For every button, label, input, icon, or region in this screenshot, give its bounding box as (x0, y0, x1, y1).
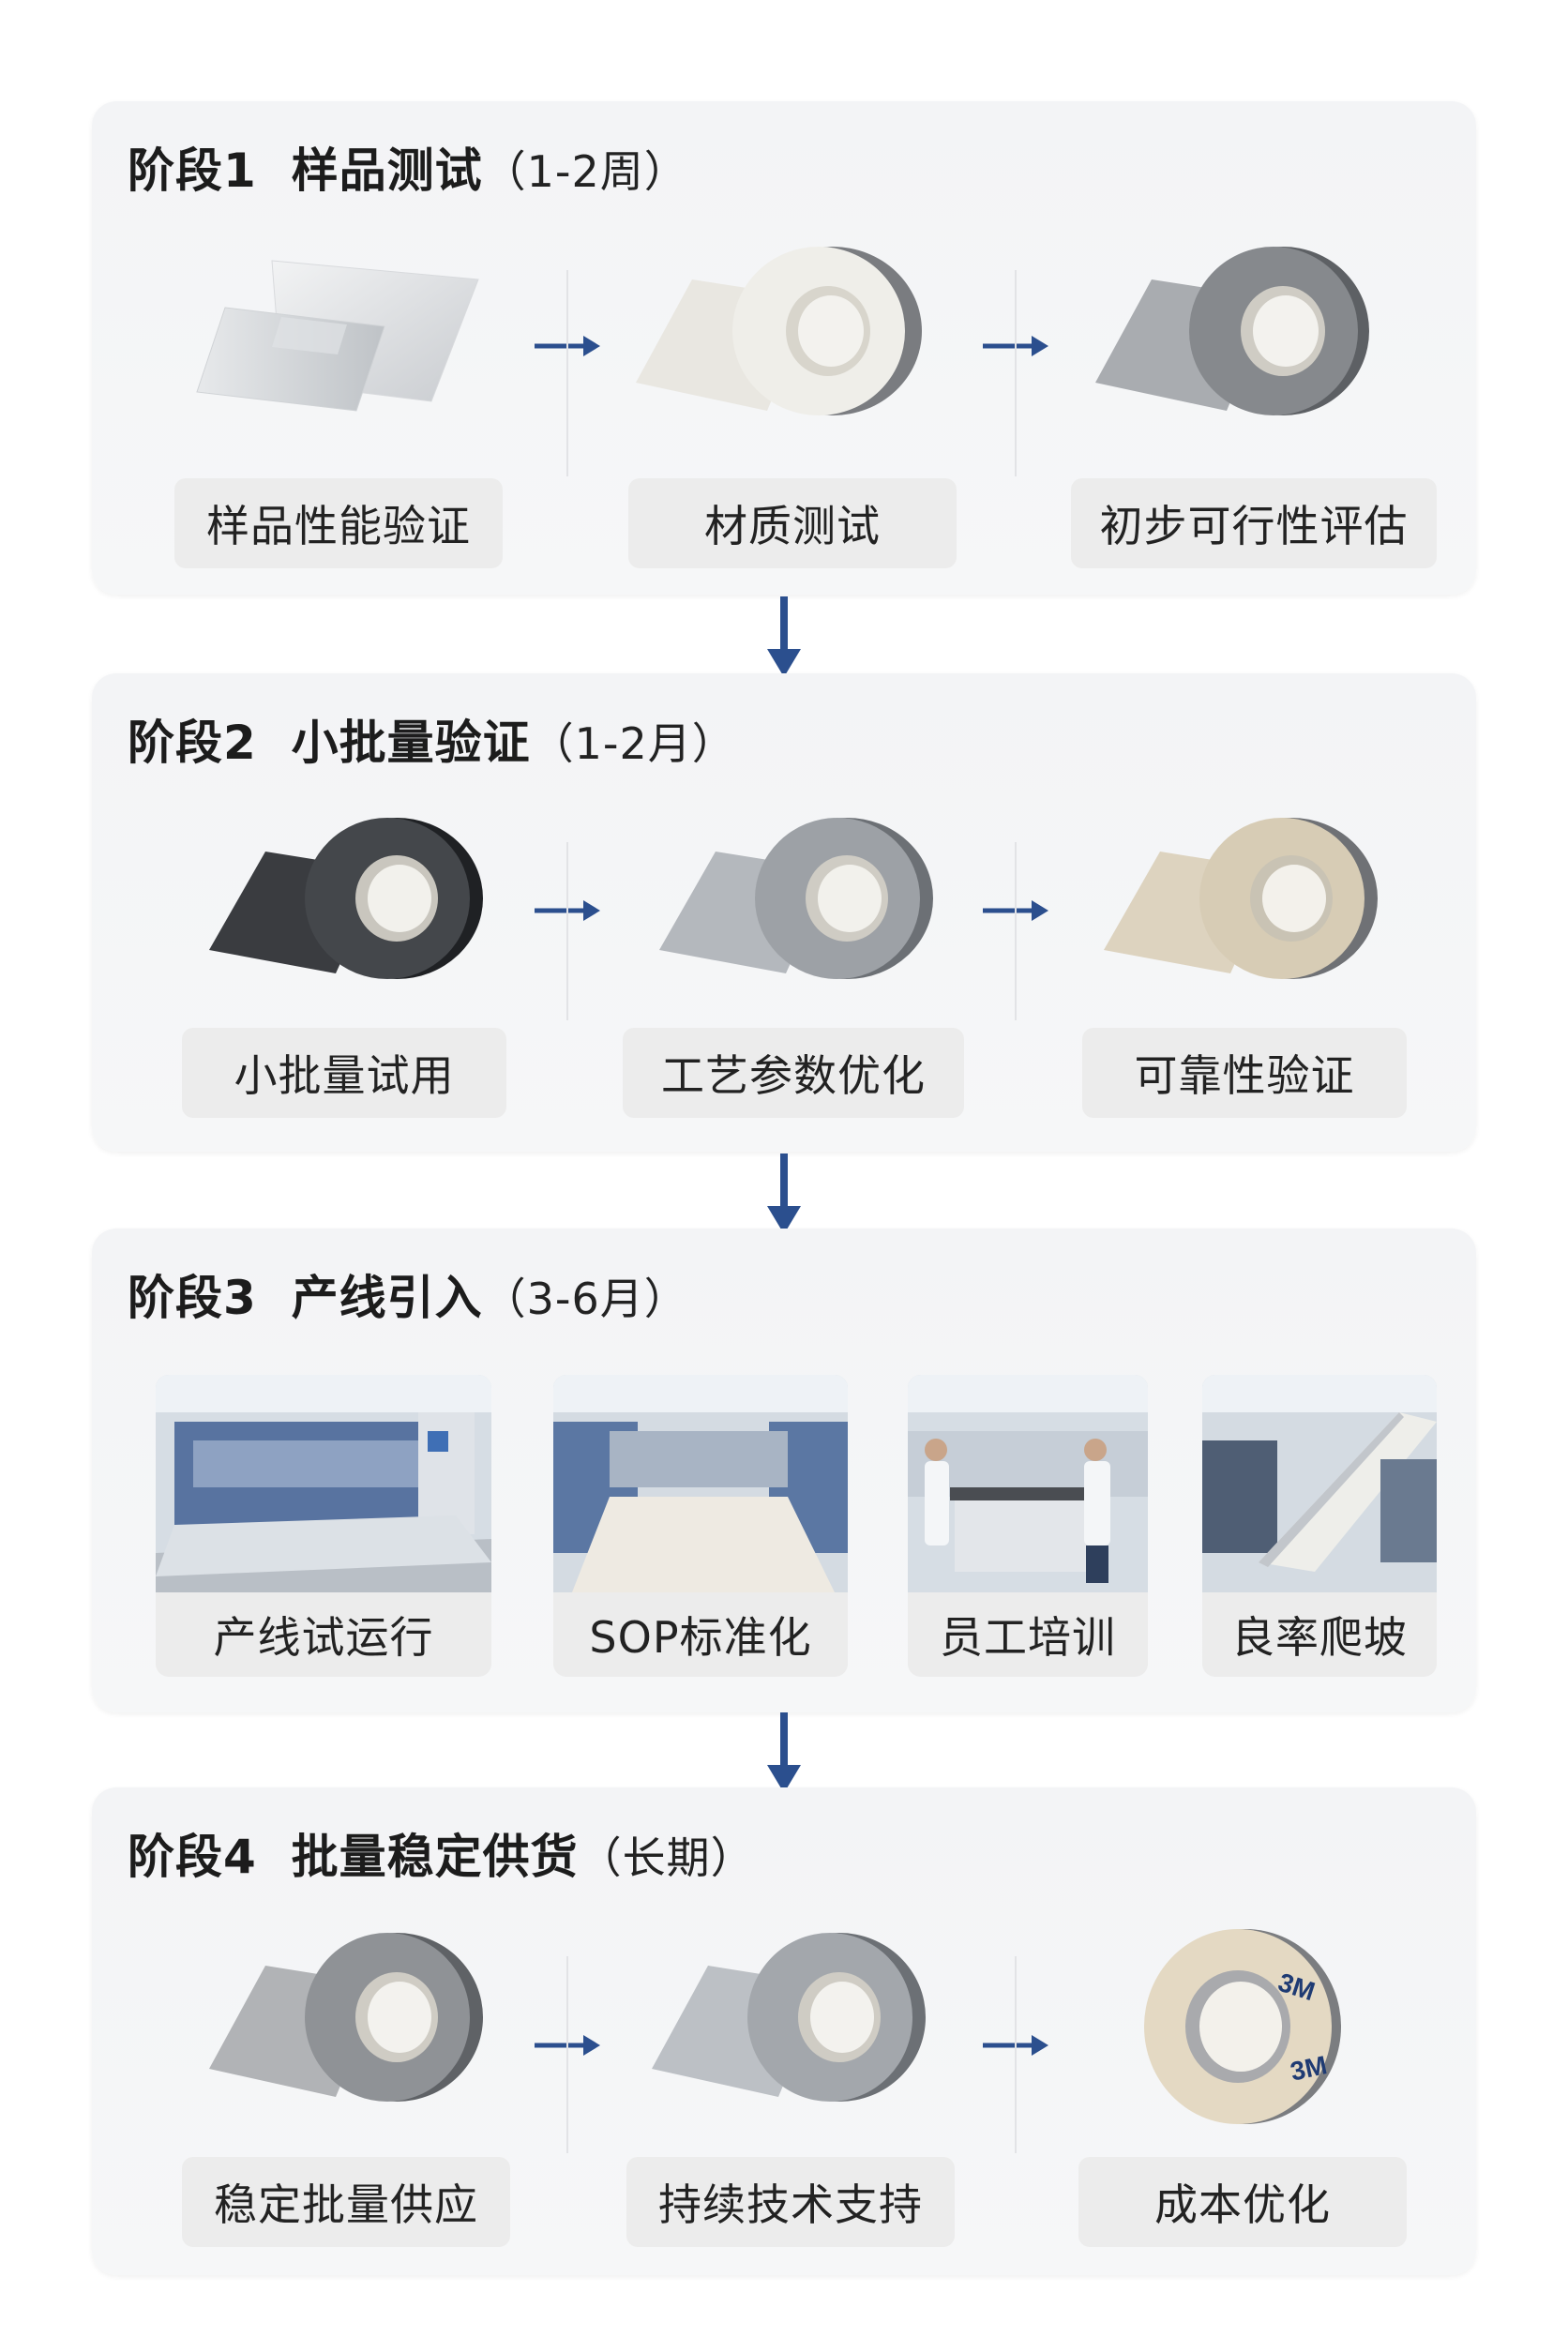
stage-duration: （1-2月） (530, 718, 736, 769)
stage-4-title: 阶段4 批量稳定供货（长期） (128, 1819, 755, 1887)
sample-sheets-icon (196, 260, 479, 412)
arrow-right-icon (983, 2035, 1048, 2056)
gray-tape-roll-icon (1095, 247, 1369, 415)
step-label: 工艺参数优化 (623, 1028, 964, 1118)
stage-number: 阶段1 (128, 143, 257, 198)
step-label: 成本优化 (1078, 2157, 1407, 2247)
stage-name: 产线引入 (291, 1271, 483, 1325)
gray-tape-roll-icon (209, 1933, 483, 2102)
arrow-right-icon (535, 336, 600, 356)
step-label: SOP标准化 (553, 1592, 848, 1677)
arrow-right-icon (535, 2035, 600, 2056)
arrow-down-icon (767, 596, 801, 677)
divider (566, 270, 568, 476)
arrow-right-icon (983, 900, 1048, 921)
stage-name: 小批量验证 (291, 716, 531, 770)
stage-4-panel: 阶段4 批量稳定供货（长期） 稳定批量供应 持续技术支持 3M 3M 成本优化 (92, 1787, 1476, 2275)
stage-name: 样品测试 (291, 143, 483, 198)
divider (1015, 270, 1017, 476)
stage-1-title: 阶段1 样品测试（1-2周） (128, 133, 688, 201)
stage-3-title: 阶段3 产线引入（3-6月） (128, 1260, 688, 1328)
production-line-photo (156, 1375, 491, 1592)
stage-number: 阶段2 (128, 716, 257, 770)
silver-tape-roll-icon (652, 1933, 926, 2102)
step-label: 产线试运行 (156, 1592, 491, 1677)
beige-tape-roll-icon (1104, 818, 1378, 979)
divider (1015, 842, 1017, 1020)
divider (566, 842, 568, 1020)
step-label: 员工培训 (908, 1592, 1148, 1677)
photo-card: 良率爬坡 (1202, 1375, 1437, 1677)
workers-training-photo (908, 1375, 1148, 1592)
stage-duration: （3-6月） (482, 1274, 688, 1324)
conveyor-machine-photo (553, 1375, 848, 1592)
arrow-right-icon (983, 336, 1048, 356)
stage-3-panel: 阶段3 产线引入（3-6月） 产线试运行 SOP标准化 (92, 1229, 1476, 1712)
step-label: 良率爬坡 (1202, 1592, 1437, 1677)
stage-duration: （长期） (578, 1832, 755, 1883)
photo-card: 员工培训 (908, 1375, 1148, 1677)
stage-2-panel: 阶段2 小批量验证（1-2月） 小批量试用 工艺参数优化 可靠性验证 (92, 673, 1476, 1152)
step-label: 材质测试 (628, 478, 957, 568)
silver-tape-roll-icon (659, 818, 933, 979)
tape-roll-3m-icon: 3M 3M (1144, 1929, 1341, 2124)
step-label: 持续技术支持 (626, 2157, 955, 2247)
white-tape-roll-icon (636, 247, 922, 415)
stage-name: 批量稳定供货 (291, 1830, 579, 1884)
stage-1-panel: 阶段1 样品测试（1-2周） 样品性能验证 材质测试 初步可行性评估 (92, 101, 1476, 595)
stage-duration: （1-2周） (482, 146, 688, 197)
arrow-down-icon (767, 1712, 801, 1793)
black-tape-roll-icon (209, 818, 483, 979)
photo-card: SOP标准化 (553, 1375, 848, 1677)
arrow-down-icon (767, 1153, 801, 1234)
step-label: 可靠性验证 (1082, 1028, 1407, 1118)
step-label: 稳定批量供应 (182, 2157, 510, 2247)
divider (566, 1956, 568, 2153)
inclined-conveyor-photo (1202, 1375, 1437, 1592)
photo-card: 产线试运行 (156, 1375, 491, 1677)
stage-2-title: 阶段2 小批量验证（1-2月） (128, 705, 736, 773)
stage-number: 阶段3 (128, 1271, 257, 1325)
stage-number: 阶段4 (128, 1830, 257, 1884)
step-label: 小批量试用 (182, 1028, 506, 1118)
divider (1015, 1956, 1017, 2153)
arrow-right-icon (535, 900, 600, 921)
step-label: 初步可行性评估 (1071, 478, 1437, 568)
step-label: 样品性能验证 (174, 478, 503, 568)
